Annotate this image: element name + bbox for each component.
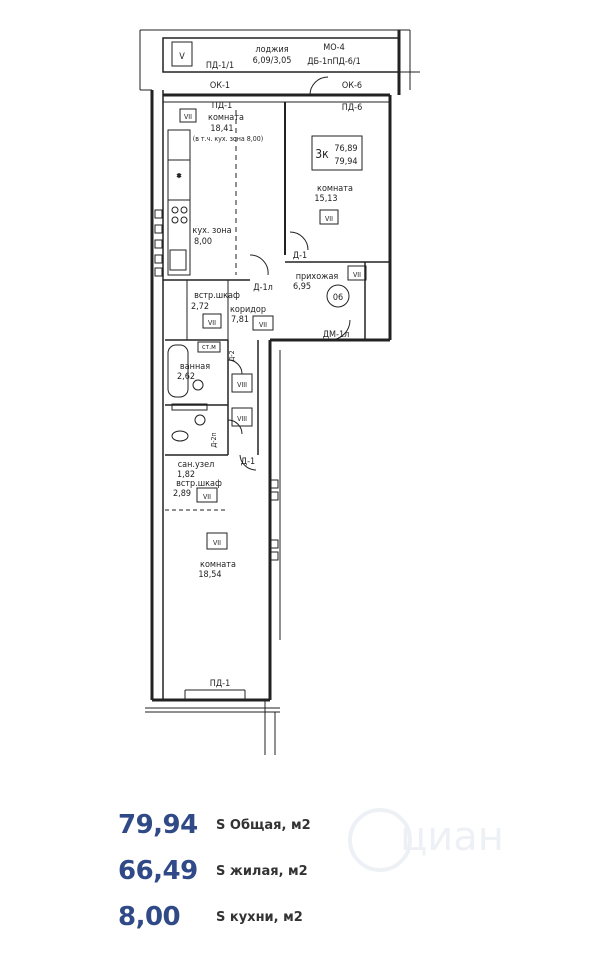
kitchen-fixtures: * [154, 129, 279, 561]
room-mark: VIII [237, 381, 247, 389]
room-name: ванная [180, 362, 210, 372]
room-area: 7,81 [231, 315, 249, 325]
room-labels: V ПД-1/1 лоджия 6,09/3,05 МО-4 ДБ-1пПД-6… [171, 41, 367, 689]
room-mark: VII [259, 321, 267, 329]
apartment-code: 3к [315, 147, 329, 161]
room-name: встр.шкаф [176, 479, 222, 489]
room-note: (в т.ч. кух. зона 8,00) [193, 135, 263, 143]
room-area: 2,89 [173, 489, 191, 499]
stat-label: S Общая, м2 [216, 817, 311, 833]
watermark-text: циан [400, 814, 504, 860]
apartment-living-area: 76,89 [334, 144, 357, 154]
room-name: кух. зона [192, 226, 231, 236]
door-swings [227, 76, 351, 471]
door-label: ПД-1 [210, 679, 231, 689]
floor-plan: * V ПД-1/1 лоджия 6,09/3,05 МО-4 ДБ-1пПД… [139, 29, 420, 755]
area-stats: 79,94 S Общая, м2 66,49 S жилая, м2 8,00… [0, 800, 593, 960]
room-area: 2,72 [191, 302, 209, 312]
room-name: встр.шкаф [194, 291, 240, 301]
stat-value: 8,00 [118, 902, 181, 932]
door-label: ДБ-1пПД-6/1 [307, 57, 361, 67]
balcony-mark: V [179, 52, 185, 62]
room-mark: VII [208, 319, 216, 327]
stat-total: 79,94 S Общая, м2 [118, 810, 311, 840]
door-label: ПД-1/1 [206, 61, 234, 71]
room-area: 1,82 [177, 470, 195, 480]
stat-value: 66,49 [118, 856, 198, 886]
room-area: 6,95 [293, 282, 311, 292]
stair-number: 06 [333, 293, 343, 303]
balcony-area: 6,09/3,05 [253, 56, 292, 66]
window-label: ОК-6 [342, 81, 362, 91]
balcony-name: лоджия [255, 45, 288, 55]
stat-value: 79,94 [118, 810, 198, 840]
door-label: ДМ-1л [323, 330, 350, 340]
room-mark: VIII [237, 415, 247, 423]
room-name: комната [317, 184, 353, 194]
bath-label: ст.м [202, 343, 216, 351]
door-label: Д-2 [228, 350, 236, 361]
door-label: ПД-1 [212, 101, 233, 111]
door-label: Д-1л [253, 283, 273, 293]
apartment-total-area: 79,94 [334, 157, 357, 167]
watermark-logo: циан [348, 808, 504, 872]
room-mark: VII [213, 539, 221, 547]
room-name: прихожая [296, 272, 339, 282]
room-name: сан.узел [178, 460, 215, 470]
room-mark: VII [353, 271, 361, 279]
window-label: ОК-1 [210, 81, 230, 91]
door-label: Д-1 [293, 251, 307, 261]
room-mark: VII [184, 113, 192, 121]
stat-label: S жилая, м2 [216, 863, 308, 879]
room-area: 2,62 [177, 372, 195, 382]
room-area: 18,54 [198, 570, 221, 580]
door-label: Д-2п [210, 432, 218, 447]
walls [139, 29, 420, 755]
room-name: коридор [230, 305, 266, 315]
stat-label: S кухни, м2 [216, 909, 303, 925]
door-label: Д-1 [241, 457, 255, 467]
stat-kitchen: 8,00 S кухни, м2 [118, 902, 303, 932]
room-area: 15,13 [314, 194, 337, 204]
stat-living: 66,49 S жилая, м2 [118, 856, 308, 886]
svg-text:*: * [177, 173, 181, 183]
room-name: комната [200, 560, 236, 570]
door-label: ПД-6 [342, 103, 363, 113]
room-area: 18,41 [210, 124, 233, 134]
window-label: МО-4 [323, 43, 344, 53]
room-mark: VII [203, 493, 211, 501]
room-name: комната [208, 113, 244, 123]
room-mark: VII [325, 215, 333, 223]
room-area: 8,00 [194, 237, 212, 247]
